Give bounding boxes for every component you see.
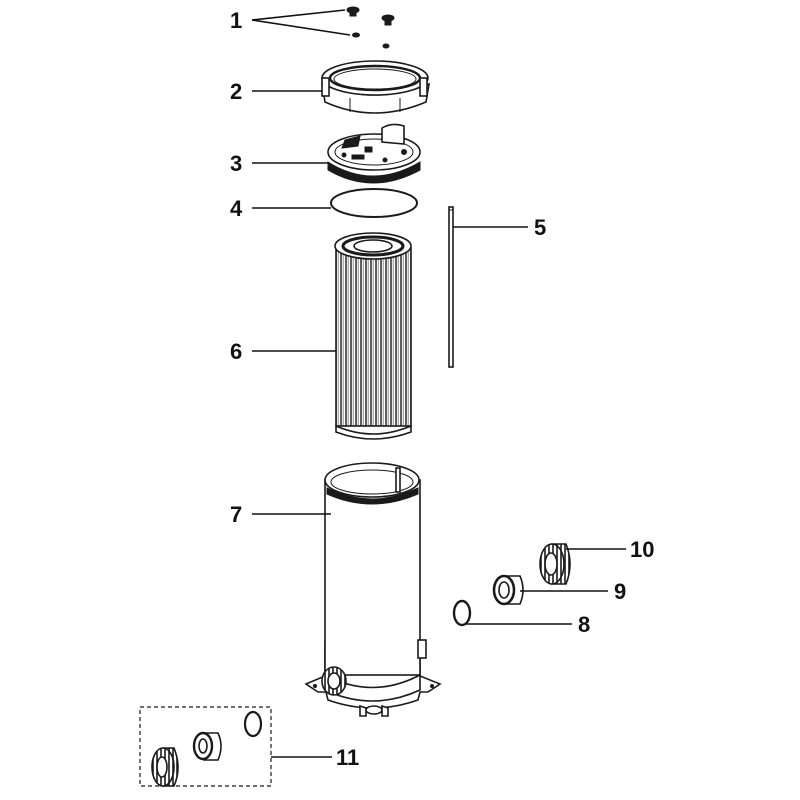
part-3-lid <box>327 123 421 184</box>
leader-1b <box>251 19 351 36</box>
part-5-air-tube <box>448 206 454 368</box>
callout-6: 6 <box>230 339 242 364</box>
callout-8: 8 <box>578 612 590 637</box>
o-ring-small-left <box>352 32 360 38</box>
plug-right <box>381 14 395 26</box>
plug-left <box>346 6 360 17</box>
part-1-plugs <box>346 6 395 49</box>
callout-2: 2 <box>230 79 242 104</box>
part-8-union-o-ring <box>452 599 472 627</box>
part-10-union-nut <box>539 543 571 585</box>
callout-1: 1 <box>230 8 242 33</box>
callout-3: 3 <box>230 151 242 176</box>
part-9-union-tail <box>492 574 524 606</box>
callout-7: 7 <box>230 502 242 527</box>
part-4-o-ring <box>330 188 418 218</box>
callout-11: 11 <box>336 745 359 770</box>
kit-union-tail <box>192 731 222 761</box>
part-7-tank <box>304 462 442 717</box>
leader-1a <box>251 9 346 21</box>
callout-10: 10 <box>630 537 654 562</box>
part-2-lock-ring <box>320 60 431 114</box>
kit-o-ring <box>243 710 263 738</box>
callout-4: 4 <box>230 196 243 221</box>
callout-9: 9 <box>614 579 626 604</box>
part-6-cartridge <box>334 232 412 440</box>
o-ring-small-right <box>382 43 390 49</box>
tank-outlet-fitting <box>321 666 347 696</box>
callout-5: 5 <box>534 215 546 240</box>
kit-union-nut <box>151 747 179 787</box>
part-11-union-kit <box>139 706 272 787</box>
